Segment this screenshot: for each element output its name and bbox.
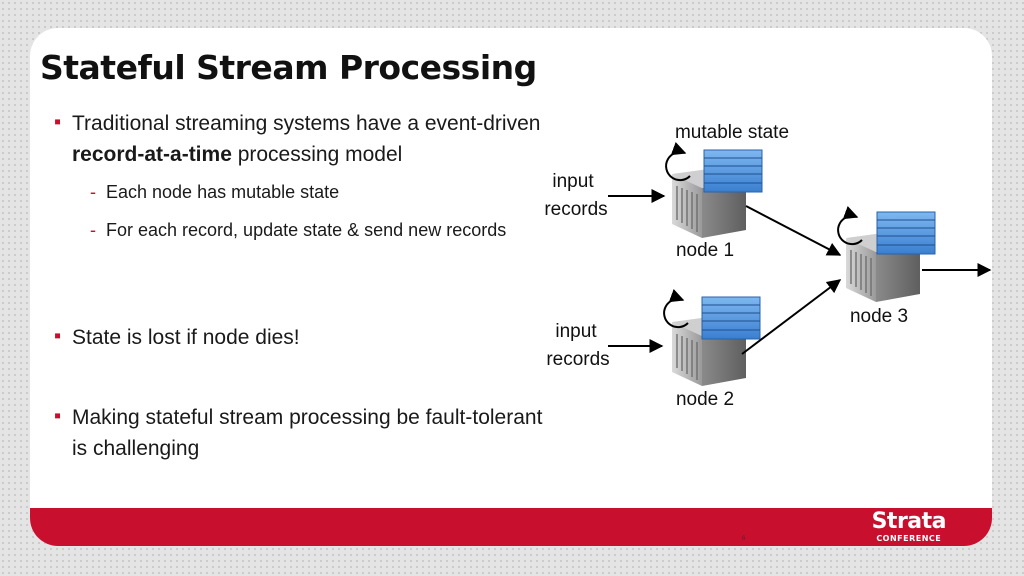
bullet-3: Making stateful stream processing be fau… [54,401,552,464]
node3-update-loop-icon [837,206,863,246]
node2-to-node3-arrow [741,279,842,355]
node1-update-loop-icon [665,142,691,182]
node2-update-loop-icon [663,289,689,329]
sub-bullet-2: For each record, update state & send new… [90,216,526,244]
node1-label: node 1 [676,240,734,261]
page-number: 6 [742,536,746,542]
input-label-1-line1: input [552,171,594,192]
bullet-1-pre: Traditional streaming systems have a eve… [72,112,541,135]
slide-title: Stateful Stream Processing [40,48,537,87]
footer-band [30,508,992,546]
sub-bullet-1: Each node has mutable state [90,178,526,206]
bullet-2: State is lost if node dies! [54,321,552,353]
input-label-1-line2: records [544,199,607,220]
bullet-1-bold: record-at-a-time [72,143,232,166]
node1-to-node3-arrow [745,205,842,256]
logo-main-text: Strata [871,509,947,534]
input-label-2-line1: input [555,321,597,342]
bullet-1: Traditional streaming systems have a eve… [54,107,552,170]
node2-label: node 2 [676,389,734,410]
bullet-1-post: processing model [231,143,403,166]
node3-label: node 3 [850,306,908,327]
input-label-2-line2: records [546,349,609,370]
strata-logo: Strata CONFERENCE [871,509,947,544]
logo-sub-text: CONFERENCE [876,534,942,543]
mutable-state-label: mutable state [675,122,789,143]
node3-state-stack [876,211,936,255]
node2-server-icon [672,316,746,386]
node1-state-stack [703,149,763,193]
node2-state-stack [701,296,761,340]
